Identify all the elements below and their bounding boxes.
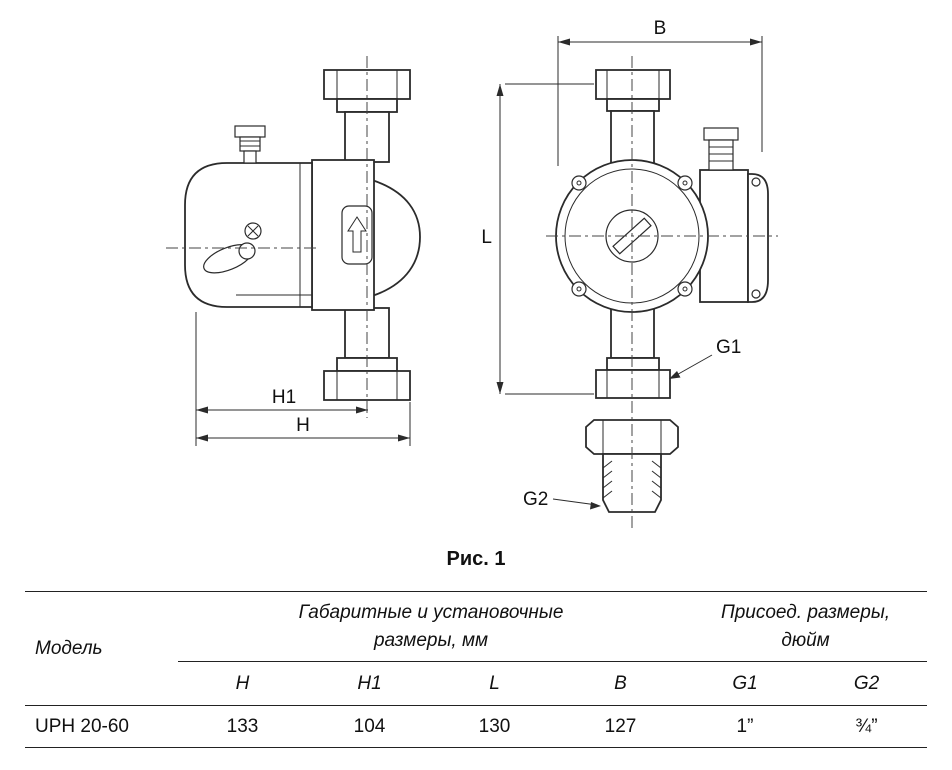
cell-g1: 1” [736, 715, 754, 737]
table-header-model: Модель [25, 591, 178, 706]
table-col-b: B [557, 661, 684, 706]
table-group-dimensions-mm: Габаритные и установочные размеры, мм [178, 591, 684, 662]
cell-g2: ¾” [855, 715, 878, 737]
group-header-line: размеры, мм [373, 629, 489, 651]
vent-plug-side [234, 125, 266, 164]
figure-caption: Рис. 1 [446, 548, 506, 570]
volute-side [371, 178, 421, 298]
group-header-line: Габаритные и установочные [298, 601, 564, 623]
dimension-B: B [557, 18, 763, 166]
dim-label-g1: G1 [716, 337, 741, 358]
vent-plug-front [703, 127, 739, 171]
cell-h1: 104 [353, 715, 386, 737]
dim-label-h: H [296, 415, 310, 436]
table-col-g1: G1 [684, 661, 806, 706]
group-header-line: Присоед. размеры, [720, 601, 891, 623]
table-group-connection-inch: Присоед. размеры, дюйм [684, 591, 928, 662]
cell-model: UPH 20-60 [35, 715, 129, 737]
bottom-flange-front [595, 369, 671, 399]
table-col-h: H [178, 661, 307, 706]
group-header-line: дюйм [781, 629, 830, 651]
cell-b: 127 [604, 715, 637, 737]
speed-selector-knob [203, 242, 256, 274]
dimensions-table: Модель Габаритные и установочные размеры… [25, 591, 928, 748]
dimension-L: L [481, 83, 594, 395]
table-col-g2: G2 [806, 661, 928, 706]
union-nut [585, 419, 679, 455]
leader-G1: G1 [669, 337, 741, 379]
dimension-H1: H1 [195, 312, 368, 446]
flow-arrow-plate [341, 205, 373, 265]
cell-h: 133 [226, 715, 259, 737]
leader-G2: G2 [523, 489, 601, 510]
dimension-H: H [196, 402, 411, 446]
dim-label-l: L [481, 227, 492, 248]
centerlines [166, 56, 778, 530]
top-flange-front [595, 69, 671, 100]
cell-l: 130 [478, 715, 511, 737]
pump-side-view [184, 69, 421, 401]
bolt-lugs [571, 175, 693, 297]
dim-label-h1: H1 [272, 387, 296, 408]
table-col-h1: H1 [307, 661, 432, 706]
cross-screw [244, 222, 262, 240]
dim-label-b: B [654, 18, 667, 39]
dim-label-g2: G2 [523, 489, 548, 510]
pump-technical-drawing: H1 H B L G1 [166, 18, 778, 530]
table-col-l: L [432, 661, 557, 706]
table-row: UPH 20-60 133 104 130 127 1” ¾” [25, 706, 927, 748]
pump-front-view [555, 69, 769, 513]
threaded-nipple [602, 453, 662, 513]
